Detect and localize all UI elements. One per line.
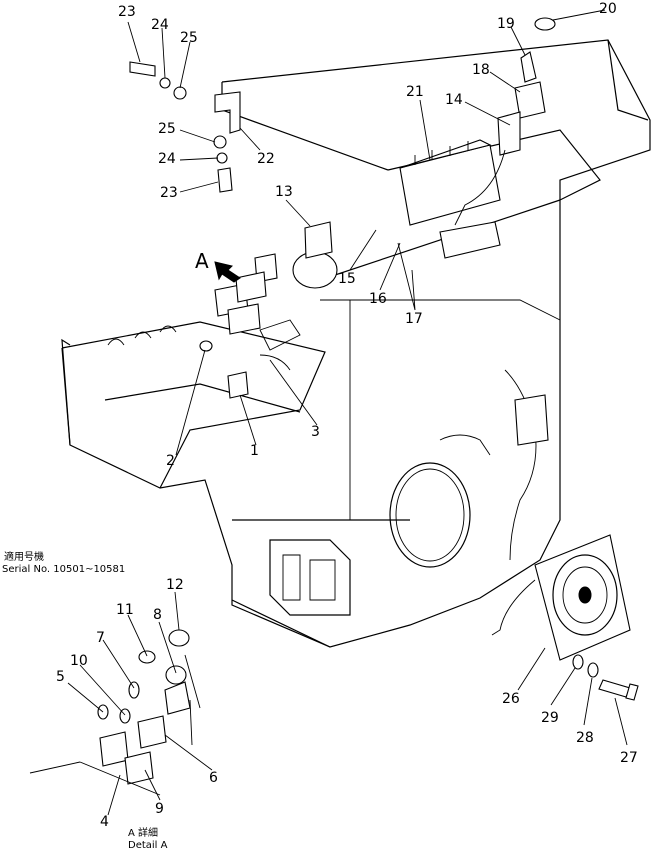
callout-15: 15 bbox=[338, 271, 356, 287]
callout-7: 7 bbox=[96, 630, 105, 646]
callout-23-bottom: 23 bbox=[160, 185, 178, 201]
horn-bolt bbox=[572, 654, 639, 701]
callout-21: 21 bbox=[406, 84, 424, 100]
callout-13: 13 bbox=[275, 184, 293, 200]
callout-5: 5 bbox=[56, 669, 65, 685]
callout-26: 26 bbox=[502, 691, 520, 707]
callout-9: 9 bbox=[155, 801, 164, 817]
callout-6: 6 bbox=[209, 770, 218, 786]
callout-25-top: 25 bbox=[180, 30, 198, 46]
detail-notes: 適用号機 Serial No. 10501~10581 A 詳細 Detail … bbox=[2, 550, 168, 851]
callout-27: 27 bbox=[620, 750, 638, 766]
callout-24-top: 24 bbox=[151, 17, 169, 33]
callout-22: 22 bbox=[257, 151, 275, 167]
top-right-switch bbox=[439, 17, 556, 259]
callout-1: 1 bbox=[250, 443, 259, 459]
callout-16: 16 bbox=[369, 291, 387, 307]
callout-2: 2 bbox=[166, 453, 175, 469]
callout-17: 17 bbox=[405, 311, 423, 327]
serial-note-jp: 適用号機 bbox=[4, 550, 44, 563]
horn bbox=[491, 534, 631, 661]
battery bbox=[399, 139, 501, 226]
leader-lines bbox=[67, 9, 628, 816]
callout-11: 11 bbox=[116, 602, 134, 618]
view-a-label: A bbox=[195, 249, 209, 273]
callout-12: 12 bbox=[166, 577, 184, 593]
machine-body bbox=[61, 39, 651, 648]
detail-note-en: Detail A bbox=[128, 840, 168, 851]
callout-4: 4 bbox=[100, 814, 109, 830]
callout-23-top: 23 bbox=[118, 4, 136, 20]
detail-a-switches bbox=[29, 629, 201, 796]
callout-29: 29 bbox=[541, 710, 559, 726]
callout-28: 28 bbox=[576, 730, 594, 746]
callout-8: 8 bbox=[153, 607, 162, 623]
callout-14: 14 bbox=[445, 92, 463, 108]
callout-18: 18 bbox=[472, 62, 490, 78]
serial-note-en: Serial No. 10501~10581 bbox=[2, 564, 125, 575]
callout-numbers: 1 2 3 4 5 6 7 8 9 10 11 12 13 14 15 16 1… bbox=[56, 1, 638, 830]
detail-note-jp: A 詳細 bbox=[128, 826, 158, 839]
bracket-assembly bbox=[129, 61, 241, 193]
view-a-arrow bbox=[214, 261, 241, 283]
callout-3: 3 bbox=[311, 424, 320, 440]
callout-25-bottom: 25 bbox=[158, 121, 176, 137]
control-cluster bbox=[199, 221, 338, 399]
callout-19: 19 bbox=[497, 16, 515, 32]
callout-10: 10 bbox=[70, 653, 88, 669]
callout-20: 20 bbox=[599, 1, 617, 17]
callout-24-bottom: 24 bbox=[158, 151, 176, 167]
